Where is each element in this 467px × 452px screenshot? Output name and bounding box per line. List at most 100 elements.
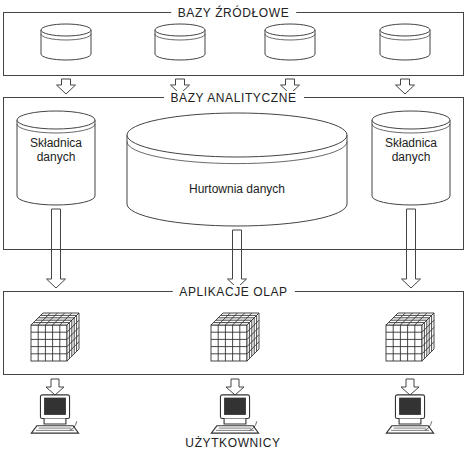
block-arrow [401, 379, 419, 395]
grid-line [38, 325, 39, 361]
grid-line [422, 342, 434, 354]
band-heading: BAZY ŹRÓDŁOWE [171, 6, 297, 20]
grid-line [396, 315, 432, 316]
grid-line [393, 325, 394, 361]
grid-line [251, 320, 252, 356]
cylinder-ring [17, 124, 95, 133]
grid-line [408, 313, 420, 325]
cylinder-body [372, 120, 450, 205]
grid-line [33, 322, 69, 323]
grid-line [67, 335, 79, 347]
grid-line [218, 325, 219, 361]
cylinder-top [17, 111, 95, 129]
layer-band: APLIKACJE OLAP [3, 291, 464, 375]
user-arrows [46, 379, 419, 395]
grid-line [31, 332, 67, 333]
grid-line [71, 320, 72, 356]
cylinder-ring [127, 142, 347, 164]
database-cylinder: Hurtownia danych [126, 112, 348, 227]
database-cylinder: Składnica danych [371, 110, 451, 206]
olap-cubes [31, 313, 434, 361]
grid-line [76, 315, 77, 351]
source-database [41, 24, 91, 60]
block-arrow [228, 230, 247, 288]
grid-line [388, 322, 424, 323]
grid-line [52, 325, 53, 361]
band-heading: BAZY ANALITYCZNE [163, 91, 303, 105]
grid-line [256, 315, 257, 351]
grid-line [232, 325, 233, 361]
grid-line [31, 339, 67, 340]
block-arrow [226, 379, 244, 395]
grid-line [38, 313, 50, 325]
grid-line [247, 320, 259, 332]
block-arrow [396, 79, 415, 94]
grid-line [36, 320, 72, 321]
grid-line [59, 325, 60, 361]
cylinder-ring [372, 124, 450, 133]
block-arrow [57, 79, 76, 94]
grid-line [393, 317, 429, 318]
grid-line [45, 313, 57, 325]
source-database [380, 24, 430, 60]
grid-line [216, 320, 252, 321]
grid-line [386, 339, 422, 340]
grid-line [211, 346, 247, 347]
grid-line [414, 325, 415, 361]
grid-line [221, 315, 257, 316]
block-arrow [402, 209, 421, 288]
grid-line [45, 325, 46, 361]
cube-face [386, 325, 422, 361]
grid-line [74, 318, 75, 354]
layer-band: BAZY ANALITYCZNESkładnica danychHurtowni… [3, 97, 464, 250]
grid-line [225, 325, 226, 361]
computer-icon [386, 395, 433, 433]
grid-line [67, 342, 79, 354]
grid-line [31, 346, 67, 347]
block-arrow [47, 209, 66, 288]
grid-line [424, 323, 425, 359]
grid-line [422, 320, 434, 332]
grid-line [400, 313, 412, 325]
computer-icon [31, 395, 78, 433]
grid-line [31, 353, 67, 354]
grid-line [67, 320, 79, 332]
band-heading: APLIKACJE OLAP [172, 285, 294, 299]
cylinder-top [372, 111, 450, 129]
grid-line [422, 327, 434, 339]
grid-line [426, 320, 427, 356]
grid-line [211, 332, 247, 333]
grid-line [218, 313, 230, 325]
node-label: Składnica danych [16, 136, 96, 164]
grid-line [41, 315, 77, 316]
node-label: Hurtownia danych [126, 182, 348, 196]
grid-line [53, 313, 65, 325]
grid-line [393, 313, 405, 325]
cylinder-outline [126, 112, 348, 227]
source-database [155, 24, 205, 60]
olap-cube [31, 313, 79, 361]
grid-line [240, 313, 252, 325]
node-label: Składnica danych [371, 136, 451, 164]
grid-line [211, 339, 247, 340]
layer-band: BAZY ŹRÓDŁOWE [3, 12, 464, 76]
grid-line [386, 332, 422, 333]
grid-line [247, 327, 259, 339]
grid-line [407, 325, 408, 361]
grid-line [391, 320, 427, 321]
olap-cube [211, 313, 259, 361]
grid-line [386, 353, 422, 354]
grid-line [386, 346, 422, 347]
cylinder-top [127, 113, 347, 157]
source-database [265, 24, 315, 60]
grid-line [69, 323, 70, 359]
database-cylinder: Składnica danych [16, 110, 96, 206]
grid-line [213, 322, 249, 323]
grid-line [247, 335, 259, 347]
grid-line [249, 323, 250, 359]
grid-line [218, 317, 254, 318]
grid-line [225, 313, 237, 325]
grid-line [233, 313, 245, 325]
grid-line [38, 317, 74, 318]
